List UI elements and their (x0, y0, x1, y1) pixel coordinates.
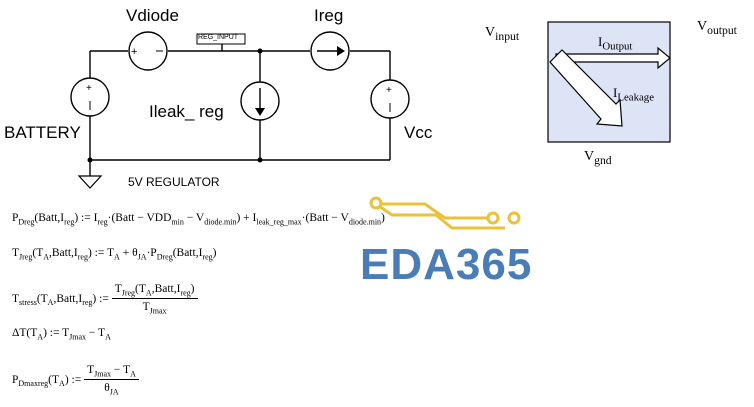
vcc-label: Vcc (404, 123, 433, 142)
battery-label: BATTERY (4, 123, 81, 142)
svg-text:+: + (131, 46, 137, 58)
v-input-label: Vinput (485, 25, 520, 43)
equation-max-power: PDmaxreg(TA) := TJmax − TA θJA (12, 364, 139, 397)
net-label: REG_INPUT (198, 34, 239, 41)
equation-delta-t: ΔT(TA) := TJmax − TA (12, 327, 111, 342)
max-power-fraction: TJmax − TA θJA (84, 364, 139, 397)
vdiode-source (128, 31, 168, 71)
ileak-label: Ileak_ reg (149, 102, 224, 121)
v-gnd-label: Vgnd (584, 149, 612, 167)
watermark-graphic (375, 202, 505, 230)
i-leakage-label: ILeakage (613, 85, 655, 104)
svg-text:+: + (386, 85, 392, 96)
equation-junction-temp: TJreg(TA,Batt,Ireg) := TA + θJA·PDreg(Ba… (12, 247, 217, 262)
v-output-label: Voutput (697, 19, 737, 37)
svg-text:+: + (86, 83, 92, 94)
stress-fraction: TJreg(TA,Batt,Ireg) TJmax (111, 283, 198, 316)
ireg-label: Ireg (314, 6, 344, 25)
battery-source (70, 77, 110, 117)
regulator-caption: 5V REGULATOR (128, 175, 220, 189)
i-output-label: IOutput (598, 34, 633, 53)
vcc-source (370, 79, 410, 119)
watermark-text: EDA365 (360, 240, 533, 289)
equation-power-dissipation: PDreg(Batt,Ireg) := Ireg·(Batt − VDDmin … (12, 212, 385, 227)
equation-stress: Tstress(TA,Batt,Ireg) := TJreg(TA,Batt,I… (12, 283, 198, 316)
leakage-arrow (549, 49, 623, 127)
vdiode-label: Vdiode (126, 6, 179, 25)
